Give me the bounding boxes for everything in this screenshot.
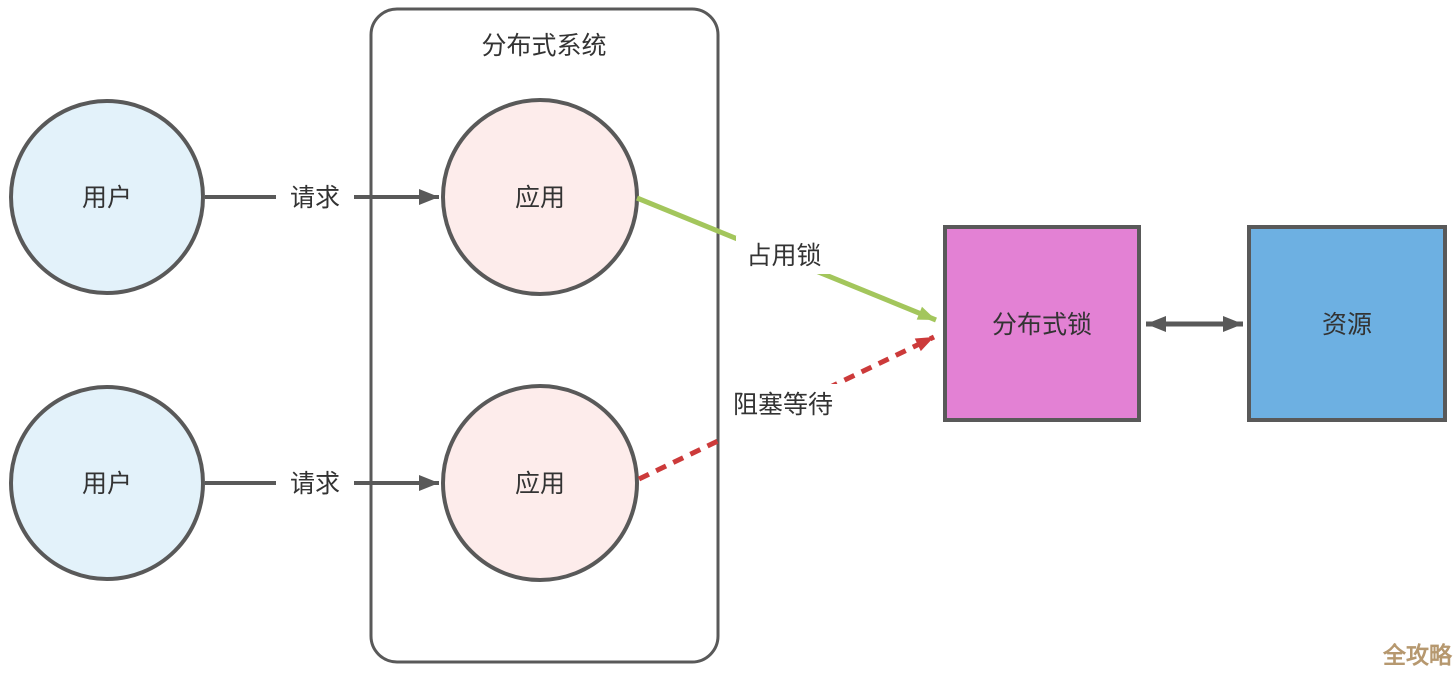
request-top-label-bg [276,179,354,215]
app-bottom-label: 应用 [515,470,565,498]
user-top-label: 用户 [82,184,132,212]
user-bottom-label: 用户 [82,470,132,498]
distributed-lock-node [943,225,1141,422]
request-bottom-label: 请求 [290,470,340,498]
app-top-label: 应用 [515,184,565,212]
block-wait-arrow [637,334,936,482]
app-top-node [441,98,639,296]
distributed-lock-label: 分布式锁 [992,311,1092,339]
user-top-node [9,99,205,295]
request-bottom-label-bg [276,465,354,501]
occupy-lock-label-bg [736,236,832,274]
user-bottom-node [9,385,205,581]
distributed-system-title: 分布式系统 [481,32,606,60]
resource-label: 资源 [1322,311,1372,339]
distributed-system-container [369,7,720,664]
watermark: 全攻略 [1382,642,1453,668]
app-bottom-node [441,384,639,582]
request-top-label: 请求 [290,184,340,212]
occupy-lock-label: 占用锁 [746,242,821,270]
block-wait-label-bg [721,384,845,440]
resource-node [1247,225,1447,422]
block-wait-label: 阻塞等待 [733,391,833,419]
